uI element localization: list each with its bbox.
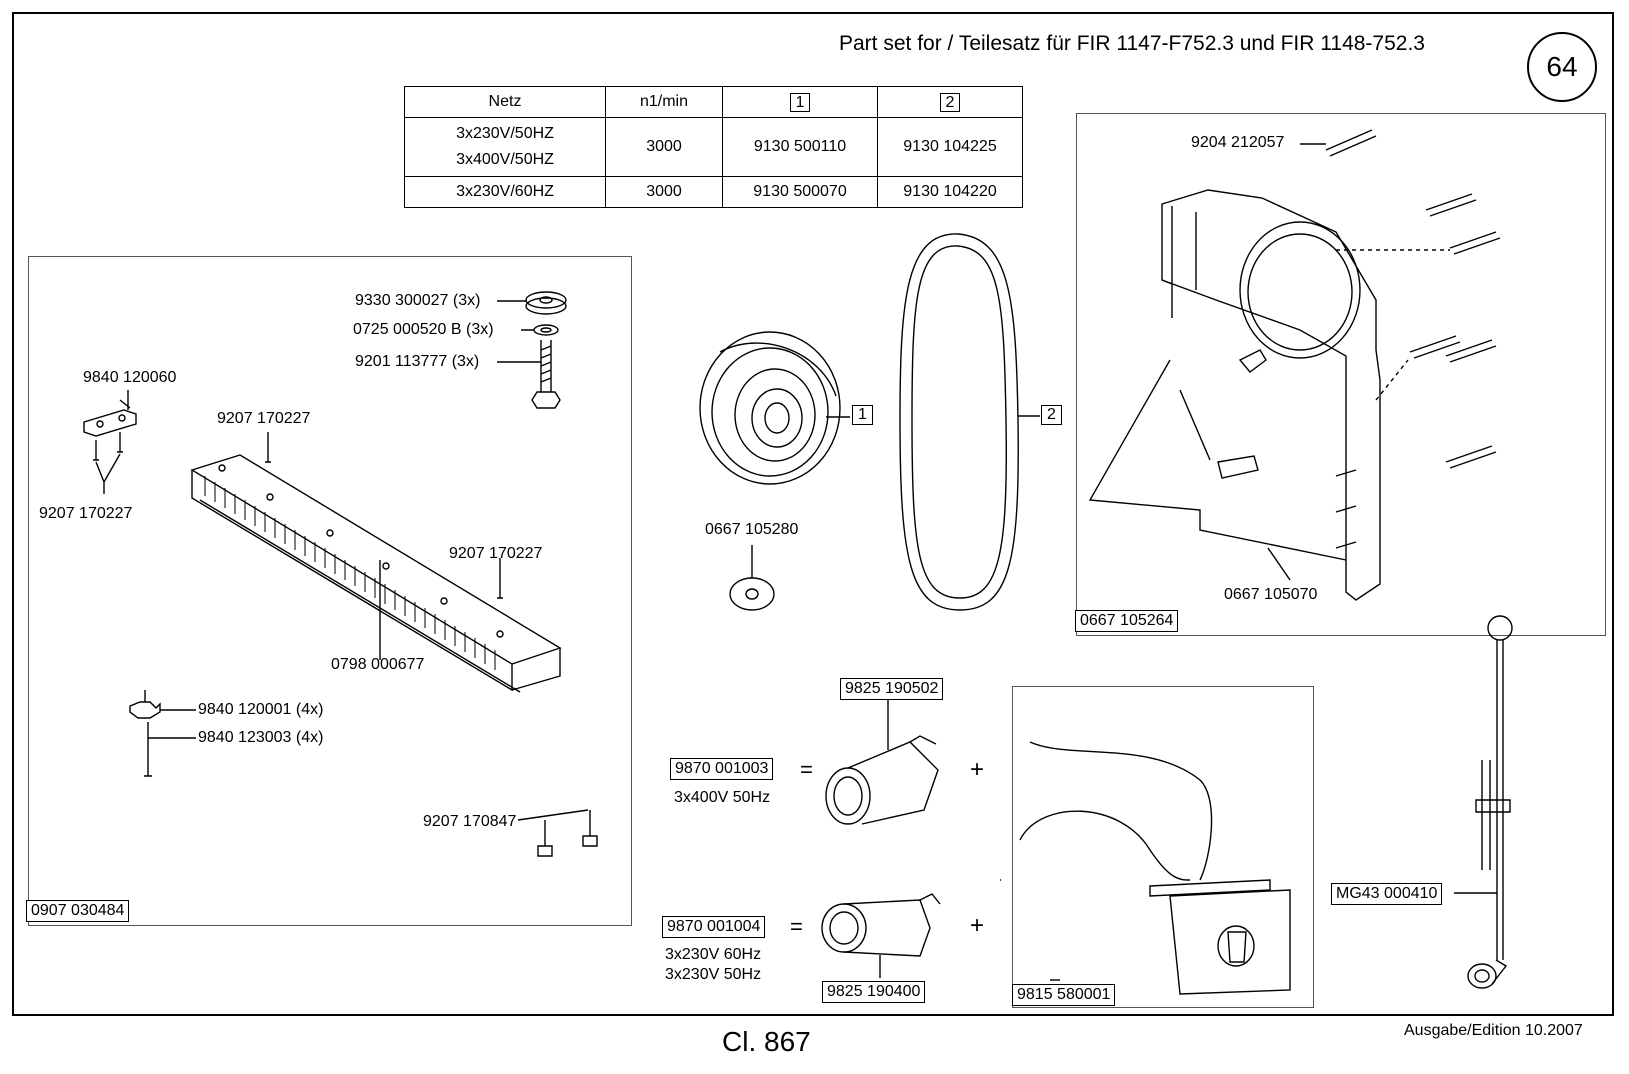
plus-top: + [970,756,985,783]
pulley-drawing [699,331,841,485]
rail-drawing [190,454,562,693]
netz-cell: 3x230V/60HZ [404,176,606,208]
plug-bottom-drawing [821,893,941,957]
switch-drawing [1019,741,1291,995]
guard-screws-drawing [1325,129,1501,469]
guard-panel [1076,113,1606,636]
callout-box-2: 2 [939,92,961,112]
label-lever: MG43 000410 [1331,883,1443,905]
label-screw-b: 9207 170227 [39,505,133,522]
label-plug-bottom-spec2: 3x230V 50Hz [665,966,762,983]
bracket-drawing [83,390,137,437]
netz-cell: 3x230V/50HZ 3x400V/50HZ [404,117,606,177]
guard-drawing [1088,189,1381,601]
label-rail: 0798 000677 [331,656,425,673]
col1-cell: 9130 500110 [722,117,878,177]
equals-top: = [800,757,813,782]
callout-box-1: 1 [789,92,811,112]
label-screw-d: 9207 170847 [423,813,517,830]
label-bracket: 9840 120060 [83,369,177,386]
label-washer: 9330 300027 (3x) [355,292,481,309]
pulley-washer-drawing [729,577,775,611]
page-number: 64 [1546,51,1578,82]
switch-panel [1012,686,1314,1008]
belt-callout: 2 [1041,405,1062,425]
label-plug-top-spec: 3x400V 50Hz [674,789,771,806]
lever-drawing [1467,615,1513,989]
table-row: 3x230V/50HZ 3x400V/50HZ 3000 9130 500110… [404,117,1023,177]
plus-bottom: + [970,912,985,939]
plug-top-drawing [825,735,939,825]
pulley-callout: 1 [852,405,873,425]
label-pulley-washer: 0667 105280 [705,521,799,538]
rpm-cell: 3000 [605,176,723,208]
spec-table-header: Netz n1/min 1 2 [404,86,1023,118]
page-frame [12,12,1614,1016]
label-spring-washer: 0725 000520 B (3x) [353,321,494,338]
label-plug-bottom-spec1: 3x230V 60Hz [665,946,762,963]
col1-cell: 9130 500070 [722,176,878,208]
class-code: Cl. 867 [722,1026,811,1057]
netz-value: 3x230V/50HZ [456,125,554,142]
label-plug-top-body: 9825 190502 [840,678,944,700]
bolt-drawing [531,340,561,409]
equals-bottom: = [790,914,803,939]
page-title: Part set for / Teilesatz für FIR 1147-F7… [839,32,1425,55]
label-plug-top-set: 9870 001003 [670,758,774,780]
header-netz: Netz [404,86,606,118]
spec-table: Netz n1/min 1 2 3x230V/50HZ 3x400V/50HZ … [404,86,1023,208]
label-guard-screw: 9204 212057 [1191,134,1285,151]
label-bolt: 9201 113777 (3x) [355,353,480,370]
left-parts-panel [28,256,632,926]
label-plug-bottom-set: 9870 001004 [662,916,766,938]
page-number-badge: 64 [1527,32,1597,102]
label-plug-bottom-body: 9825 190400 [822,981,926,1003]
label-clip-screw: 9840 123003 (4x) [198,729,324,746]
label-set-guard: 0667 105264 [1075,610,1179,632]
spring-washer-drawing [533,324,559,336]
label-guard: 0667 105070 [1224,586,1318,603]
netz-value: 3x400V/50HZ [456,151,554,168]
label-screw-c: 9207 170227 [449,545,543,562]
rpm-cell: 3000 [605,117,723,177]
belt-drawing [899,233,1019,611]
col2-cell: 9130 104220 [877,176,1023,208]
col2-cell: 9130 104225 [877,117,1023,177]
label-set-left: 0907 030484 [26,900,130,922]
washer-drawing [525,291,567,315]
table-row: 3x230V/60HZ 3000 9130 500070 9130 104220 [404,176,1023,208]
label-clip: 9840 120001 (4x) [198,701,324,718]
clip-drawing [129,690,161,719]
label-switch-set: 9815 580001 [1012,984,1116,1006]
label-screw-a: 9207 170227 [217,410,311,427]
edition: Ausgabe/Edition 10.2007 [1404,1022,1583,1039]
